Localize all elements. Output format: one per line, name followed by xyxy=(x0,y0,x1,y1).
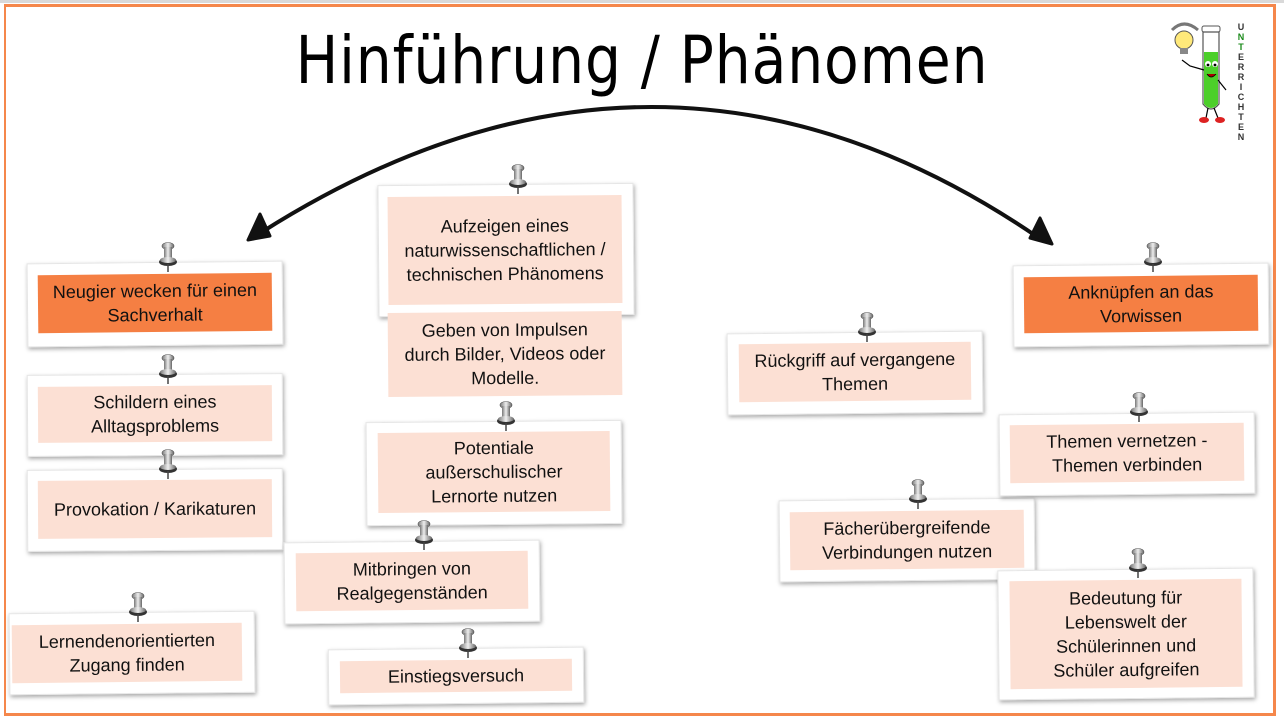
logo-vertical-text: U N T E R R I C H T E N xyxy=(1236,22,1246,142)
logo-letter: U xyxy=(1237,22,1245,32)
logo-letter: E xyxy=(1237,122,1244,132)
pushpin-icon xyxy=(1129,392,1149,426)
pushpin-icon xyxy=(857,312,877,346)
logo-letter: T xyxy=(1238,112,1244,122)
pushpin-icon xyxy=(508,164,528,198)
logo-letter: N xyxy=(1237,32,1245,42)
note-label-einstieg: Einstiegsversuch xyxy=(339,658,573,694)
note-label-lernenden: Lernendenorientierten Zugang finden xyxy=(11,622,243,684)
note-label-neugier: Neugier wecken für einen Sachverhalt xyxy=(37,272,273,334)
note-label-vorwissen: Anknüpfen an das Vorwissen xyxy=(1023,274,1259,334)
logo-letter: R xyxy=(1237,62,1245,72)
note-label-provokation: Provokation / Karikaturen xyxy=(37,479,273,539)
logo-letter: C xyxy=(1237,92,1245,102)
pushpin-icon xyxy=(158,449,178,483)
logo-letter: H xyxy=(1237,102,1245,112)
pushpin-icon xyxy=(414,520,434,554)
slide-title: Hinführung / Phänomen xyxy=(295,22,989,99)
note-label-impulse: Geben von Impulsen durch Bilder, Videos … xyxy=(387,310,623,398)
note-label-rueckgriff: Rückgriff auf vergangene Themen xyxy=(738,341,972,403)
logo-letter: E xyxy=(1237,52,1244,62)
logo-letter: I xyxy=(1239,82,1243,92)
top-bar xyxy=(0,0,1284,3)
pushpin-icon xyxy=(496,401,516,435)
pushpin-icon xyxy=(158,354,178,388)
note-label-alltag: Schildern eines Alltagsproblems xyxy=(37,385,273,443)
test-tube-mascot-icon xyxy=(1170,22,1227,123)
note-label-lebenswelt: Bedeutung für Lebenswelt der Schülerinne… xyxy=(1009,578,1243,690)
note-label-faecher: Fächerübergreifende Verbindungen nutzen xyxy=(789,509,1025,571)
note-label-vernetzen: Themen vernetzen - Themen verbinden xyxy=(1009,422,1245,484)
logo-letter: N xyxy=(1237,132,1245,142)
pushpin-icon xyxy=(908,479,928,513)
pushpin-icon xyxy=(158,242,178,276)
note-label-lernorte: Potentiale außerschulischer Lernorte nut… xyxy=(377,430,611,514)
note-label-aufzeigen: Aufzeigen eines naturwissenschaftlichen … xyxy=(387,194,623,306)
slide-frame xyxy=(4,4,1276,716)
pushpin-icon xyxy=(1143,242,1163,276)
pushpin-icon xyxy=(128,592,148,626)
pushpin-icon xyxy=(1128,548,1148,582)
pushpin-icon xyxy=(458,628,478,662)
note-label-realgegenstaende: Mitbringen von Realgegenständen xyxy=(295,550,529,612)
logo-letter: T xyxy=(1238,42,1244,52)
logo-letter: R xyxy=(1237,72,1245,82)
